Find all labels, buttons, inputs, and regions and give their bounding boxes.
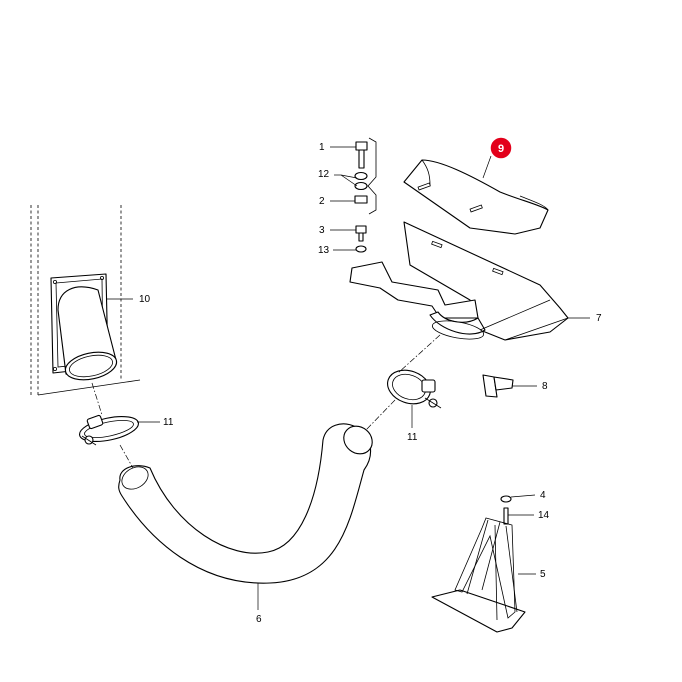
callout-2: 2	[319, 196, 325, 207]
part-4-nut[interactable]	[500, 495, 512, 503]
callout-1: 1	[319, 142, 325, 153]
callout-4: 4	[540, 490, 546, 501]
part-8-angle-bracket[interactable]	[482, 374, 514, 398]
callout-11-right: 11	[407, 432, 418, 443]
callout-14: 14	[538, 510, 550, 521]
highlight-badge	[489, 136, 513, 160]
callout-12: 12	[318, 169, 330, 180]
part-10-outlet-flange[interactable]	[50, 273, 119, 384]
part-12-washer[interactable]	[354, 171, 368, 191]
part-11-hose-clamp-right[interactable]	[383, 364, 442, 409]
callout-7: 7	[596, 313, 602, 324]
callout-9-highlighted[interactable]: 9	[489, 136, 513, 160]
part-1-bolt[interactable]	[355, 141, 368, 169]
callout-6: 6	[256, 614, 262, 625]
part-13-washer[interactable]	[355, 245, 367, 253]
part-14-stud[interactable]	[503, 507, 509, 525]
part-6-flexible-hose[interactable]	[118, 420, 378, 584]
wall-outline	[30, 205, 141, 396]
callout-11-left: 11	[163, 417, 174, 428]
part-7-air-duct[interactable]	[349, 221, 569, 342]
part-11-hose-clamp-left[interactable]	[77, 412, 140, 446]
part-9-deflector-cover[interactable]	[403, 159, 549, 235]
bracket-brace-upper	[367, 137, 377, 215]
callout-9: 9	[498, 143, 504, 155]
callout-13: 13	[318, 245, 330, 256]
part-5-support-stand[interactable]	[431, 517, 526, 633]
callout-5: 5	[540, 569, 546, 580]
callout-8: 8	[542, 381, 548, 392]
callout-10: 10	[139, 294, 151, 305]
callout-3: 3	[319, 225, 325, 236]
assembly-centerlines	[91, 334, 441, 469]
part-3-bolt[interactable]	[355, 225, 367, 242]
part-2-nut[interactable]	[354, 195, 368, 204]
callout-leaders	[107, 146, 590, 610]
